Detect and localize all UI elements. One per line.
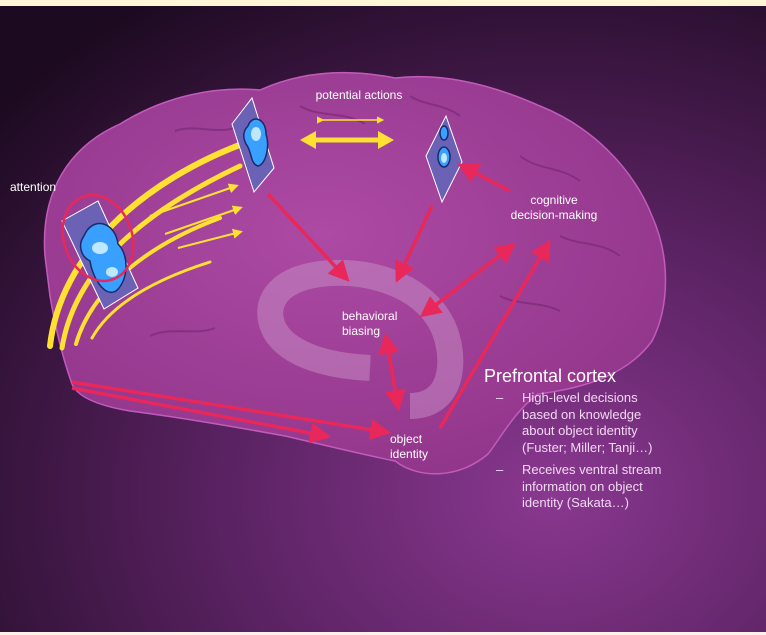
bullet-1-line-4: (Fuster; Miller; Tanji…) bbox=[522, 440, 756, 457]
prefrontal-cortex-title: Prefrontal cortex bbox=[484, 365, 616, 387]
bullet-1-line-1: High-level decisions bbox=[522, 390, 756, 407]
prefrontal-bullet-1: – High-level decisions based on knowledg… bbox=[496, 390, 756, 456]
label-cognitive-line1: cognitive bbox=[496, 193, 612, 208]
label-object-line1: object bbox=[390, 432, 428, 447]
label-cognitive-decision-making: cognitive decision-making bbox=[496, 193, 612, 223]
bullet-1-line-3: about object identity bbox=[522, 423, 756, 440]
label-behavioral-biasing: behavioral biasing bbox=[342, 309, 397, 339]
label-cognitive-line2: decision-making bbox=[496, 208, 612, 223]
bullet-marker: – bbox=[496, 390, 503, 407]
label-attention: attention bbox=[10, 180, 56, 195]
bullet-marker: – bbox=[496, 462, 503, 479]
bullet-1-line-2: based on knowledge bbox=[522, 407, 756, 424]
label-behavioral-line2: biasing bbox=[342, 324, 397, 339]
label-object-line2: identity bbox=[390, 447, 428, 462]
prefrontal-bullet-list: – High-level decisions based on knowledg… bbox=[496, 390, 756, 512]
label-potential-actions: potential actions bbox=[300, 88, 418, 103]
bullet-2-line-1: Receives ventral stream bbox=[522, 462, 756, 479]
prefrontal-bullet-2: – Receives ventral stream information on… bbox=[496, 462, 756, 512]
bullet-2-line-2: information on object bbox=[522, 479, 756, 496]
label-behavioral-line1: behavioral bbox=[342, 309, 397, 324]
bullet-2-line-3: identity (Sakata…) bbox=[522, 495, 756, 512]
label-object-identity: object identity bbox=[390, 432, 428, 462]
